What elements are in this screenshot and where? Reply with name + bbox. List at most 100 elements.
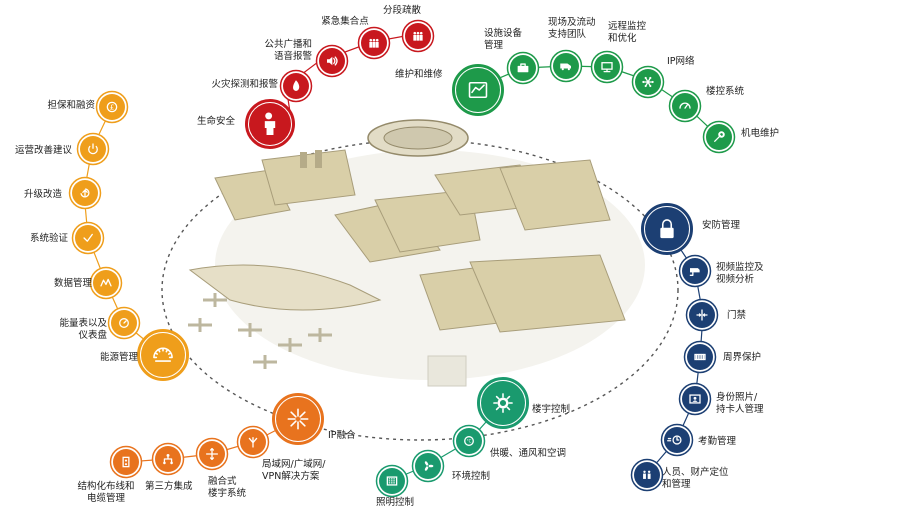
campus-illustration	[161, 119, 679, 441]
node-verification	[71, 221, 105, 255]
label-finance: 担保和融资	[47, 100, 95, 111]
node-public-address	[315, 44, 349, 78]
label-environment: 环境控制	[452, 471, 491, 482]
node-environment	[411, 449, 445, 483]
airplane	[203, 293, 227, 307]
door-access-icon	[696, 309, 708, 321]
campus-building	[261, 149, 356, 206]
upgrade-icon	[80, 188, 90, 198]
node-remote-monitoring	[590, 50, 624, 84]
label-energy-management: 能源管理	[99, 352, 138, 363]
node-cctv	[678, 254, 712, 288]
node-life-safety	[245, 99, 295, 149]
dashed-ring	[161, 139, 679, 441]
label-security: 安防管理	[702, 220, 741, 231]
network-icon	[642, 76, 654, 88]
chimney	[300, 152, 307, 168]
airplane	[278, 338, 302, 352]
node-third-party	[151, 442, 185, 476]
label-life-safety: 生命安全	[196, 116, 235, 127]
node-assembly-point	[357, 26, 391, 60]
label-id-badging: 身份照片/ 持卡人管理	[716, 392, 764, 415]
node-security	[641, 203, 693, 255]
person-icon	[264, 112, 276, 135]
node-converged-building	[195, 437, 229, 471]
svg-text:£: £	[110, 103, 115, 112]
label-maintenance: 维护和维修	[395, 69, 443, 80]
node-perimeter	[683, 340, 717, 374]
node-bms	[668, 89, 702, 123]
computer-icon	[601, 62, 613, 73]
label-ip-network: IP网络	[667, 56, 695, 67]
label-mep-maintenance: 机电维护	[741, 128, 780, 139]
graph-icon	[100, 278, 112, 287]
check-icon	[83, 233, 93, 242]
hvac-icon: °C	[464, 436, 474, 446]
service-van-icon	[560, 63, 572, 71]
node-data-management	[89, 266, 123, 300]
label-bms: 楼控系统	[706, 86, 745, 97]
node-retrofit	[68, 176, 102, 210]
power-icon	[88, 143, 98, 155]
label-lan-wan-vpn: 局域网/广域网/ VPN解决方案	[262, 459, 326, 482]
gauge-icon	[679, 102, 691, 109]
node-support-team	[549, 49, 583, 83]
arrows-converge-icon	[287, 408, 309, 430]
monitor-panel-icon	[468, 81, 488, 99]
campus-building	[469, 254, 626, 333]
locate-people-icon	[643, 470, 651, 479]
label-improvement: 运营改善建议	[14, 145, 72, 156]
node-asset-tracking	[630, 458, 664, 492]
label-verification: 系统验证	[29, 233, 68, 244]
node-access-control	[685, 298, 719, 332]
airport-terminal	[188, 264, 382, 311]
clock-icon	[667, 435, 682, 445]
label-building-control: 楼宇控制	[532, 404, 571, 415]
padlock-icon	[660, 219, 674, 239]
wrench-icon	[714, 131, 725, 142]
node-lan-wan-vpn	[236, 425, 270, 459]
node-structured-cabling	[109, 445, 143, 479]
label-ip-convergence: IP融合	[328, 430, 356, 441]
airplane	[188, 318, 212, 332]
node-attendance	[660, 423, 694, 457]
stadium-field	[383, 126, 453, 150]
fan-icon	[424, 461, 434, 471]
campus-building	[499, 159, 611, 231]
toolbox-icon	[517, 63, 529, 73]
speaker-icon	[326, 56, 338, 66]
helipad	[427, 355, 467, 387]
dial-numbers-icon	[119, 318, 129, 328]
label-asset-tracking: 人员、财产定位 和管理	[662, 467, 729, 490]
node-ip-convergence	[272, 393, 324, 445]
socket-icon	[122, 456, 130, 468]
branch-arrows-icon	[248, 437, 258, 448]
airplane	[308, 328, 332, 342]
node-finance: £	[95, 90, 129, 124]
gear-icon	[493, 393, 513, 413]
label-cctv: 视频监控及 视频分析	[716, 262, 764, 285]
meter-dial-icon	[153, 347, 173, 362]
group-icon	[369, 38, 379, 48]
label-structured-cabling: 结构化布线和 电缆管理	[77, 481, 135, 504]
label-support-team: 现场及流动 支持团队	[548, 17, 596, 40]
label-third-party: 第三方集成	[145, 481, 193, 492]
label-public-address: 公共广播和 语音报警	[264, 39, 312, 62]
lighting-panel-icon	[386, 476, 398, 486]
label-facility-mgmt: 设施设备 管理	[484, 28, 523, 51]
node-phased-evacuation	[401, 19, 435, 53]
svg-text:°C: °C	[467, 438, 472, 443]
label-fire-detection: 火灾探测和报警	[211, 79, 278, 90]
label-hvac: 供暖、通风和空调	[490, 448, 567, 459]
airplane	[253, 355, 277, 369]
node-improvement	[76, 132, 110, 166]
label-lighting: 照明控制	[375, 497, 414, 508]
node-lighting	[375, 464, 409, 498]
node-id-badging	[678, 382, 712, 416]
label-data-management: 数据管理	[53, 278, 92, 289]
label-remote-monitoring: 远程监控 和优化	[608, 21, 647, 44]
pound-icon: £	[106, 101, 118, 113]
node-mep-maintenance	[702, 120, 736, 154]
